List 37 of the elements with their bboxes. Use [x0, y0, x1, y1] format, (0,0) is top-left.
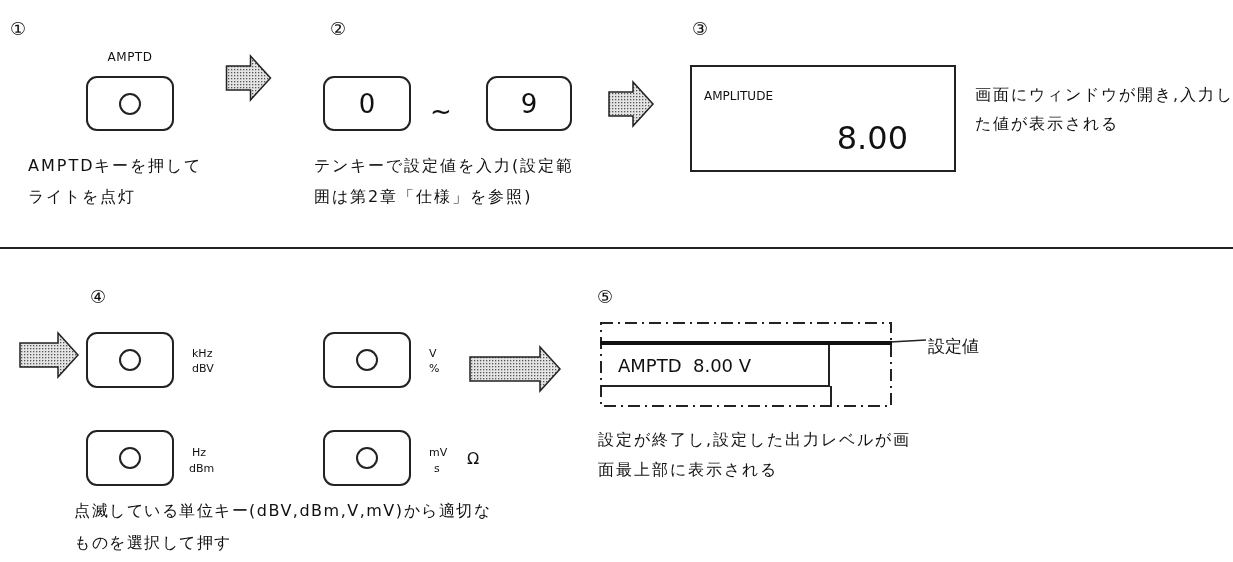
unit-label: dBV [192, 362, 214, 376]
key-button: 0 [323, 76, 411, 131]
step-caption: 画面にウィンドウが開き,入力した値が表示される [975, 84, 1233, 135]
unit-label: s [434, 462, 440, 476]
callout-label: 設定値 [928, 335, 979, 357]
unit-label: Ω [467, 450, 480, 468]
key-button [86, 430, 174, 486]
key-button [86, 332, 174, 388]
unit-label: V [429, 347, 437, 361]
unit-label: dBm [189, 462, 215, 476]
step-caption: AMPTDキーを押してライトを点灯 [28, 155, 204, 208]
unit-label: % [429, 362, 440, 376]
range-symbol: ~ [430, 96, 452, 126]
step-caption: 点滅している単位キー(dBV,dBm,V,mV)から適切なものを選択して押す [74, 500, 493, 554]
display-screen [600, 322, 892, 407]
unit-label: Hz [192, 446, 207, 460]
step-number: ③ [692, 18, 709, 40]
step-number: ② [330, 18, 347, 40]
unit-label: mV [429, 446, 448, 460]
block-arrow [225, 54, 272, 102]
step-caption: テンキーで設定値を入力(設定範囲は第2章「仕様」を参照) [314, 155, 576, 208]
block-arrow [19, 331, 79, 379]
step-caption: 設定が終了し,設定した出力レベルが画面最上部に表示される [598, 429, 913, 481]
display-window [690, 65, 956, 172]
unit-label: kHz [192, 347, 213, 361]
leader-line [889, 339, 927, 343]
block-arrow [469, 345, 561, 393]
key-button [323, 332, 411, 388]
window-title: AMPLITUDE [704, 89, 773, 103]
step-number: ⑤ [597, 286, 614, 308]
value-readout: 8.00 [836, 119, 908, 157]
key-label: AMPTD [107, 50, 153, 64]
key-button: 9 [486, 76, 572, 131]
step-number: ① [10, 18, 27, 40]
block-arrow [608, 80, 654, 128]
key-button [323, 430, 411, 486]
step-number: ④ [90, 286, 107, 308]
